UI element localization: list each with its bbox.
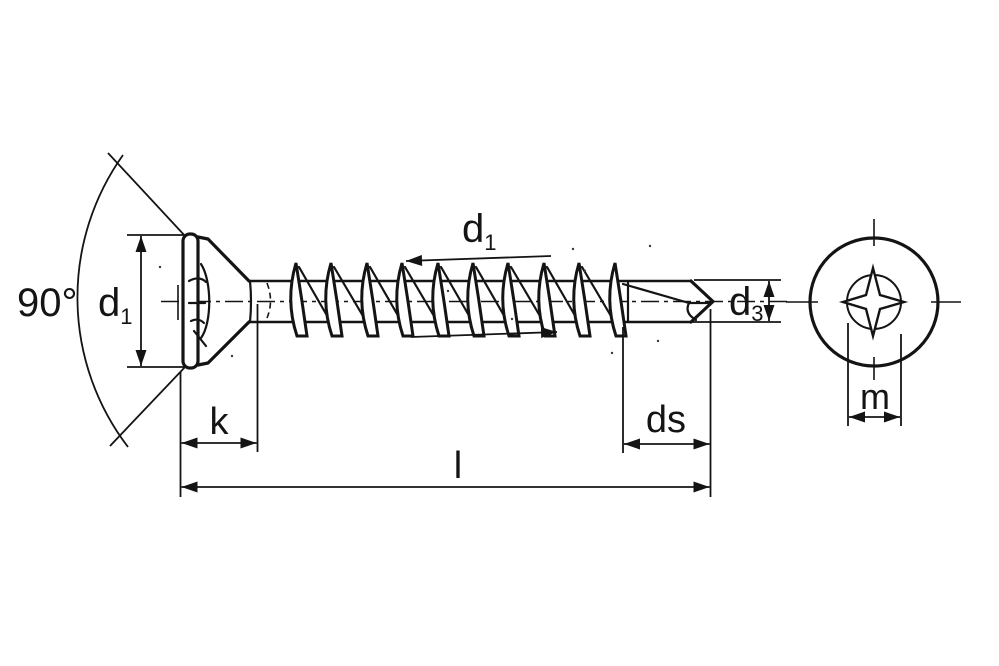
drill-diameter-label: d3: [729, 280, 764, 326]
head-diameter-label: d1: [98, 281, 133, 329]
thread-diameter-label: d1: [462, 207, 497, 255]
head-cone-top-edge: [196, 235, 251, 283]
head-face: [181, 232, 200, 370]
dimension-drill-length: ds: [622, 327, 710, 453]
head-cone-bottom-edge: [196, 320, 251, 367]
recess-width-label: m: [860, 376, 890, 417]
dimension-thread-diameter: d1: [405, 207, 558, 339]
angle-arc: [76, 154, 129, 448]
dimension-recess-width: m: [847, 323, 902, 426]
dimension-total-length: l: [181, 309, 712, 497]
cross-recess-side-profile: [187, 262, 211, 348]
screw-head: [181, 232, 253, 370]
dimension-head-diameter: d1: [98, 234, 184, 368]
head-neck-line: [248, 279, 253, 324]
drill-tip-chamfer: [689, 279, 715, 324]
countersink-angle-label: 90°: [17, 281, 78, 325]
total-length-label: l: [454, 445, 462, 487]
thread-crests: [289, 262, 628, 338]
countersink-angle-annotation: 90°: [17, 152, 187, 448]
side-view: 90°: [17, 152, 788, 497]
drill-point: [621, 279, 715, 324]
cone-construction-line-bottom: [109, 365, 187, 447]
dimension-head-height: k: [179, 304, 259, 497]
screw-shank-thread: [248, 262, 693, 338]
drill-flute-edge: [621, 282, 691, 305]
head-height-label: k: [210, 401, 230, 443]
thread-runout-hidden-line: [266, 282, 272, 319]
drill-length-label: ds: [646, 399, 686, 441]
end-view: m: [786, 219, 961, 426]
head-outline-circle: [808, 236, 940, 368]
cross-recess-star: [838, 263, 909, 341]
print-speckles: [158, 244, 660, 358]
drill-lip-notch: [686, 301, 698, 322]
cone-construction-line-top: [107, 152, 187, 238]
dimension-drill-diameter: d3: [688, 279, 781, 326]
